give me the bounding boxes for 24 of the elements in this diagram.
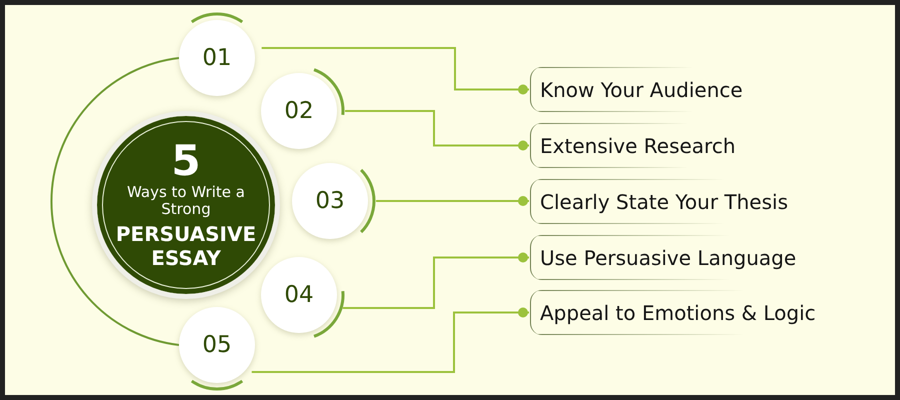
number-circle — [179, 307, 255, 383]
step-number: 01 — [202, 45, 232, 71]
connector-line — [262, 47, 529, 94]
connector-line — [345, 110, 529, 150]
number-circle — [261, 73, 337, 149]
big-number: 5 — [171, 140, 201, 182]
connector-line — [376, 196, 529, 206]
connector-line — [342, 252, 529, 309]
connector-line — [252, 308, 529, 373]
subtitle: Ways to Write a Strong — [126, 184, 246, 218]
step-number: 02 — [284, 98, 314, 124]
step-label: Extensive Research — [540, 134, 736, 158]
step-number: 05 — [202, 332, 232, 358]
number-circle — [292, 163, 368, 239]
connector-arc — [50, 57, 180, 346]
number-circle — [179, 20, 255, 96]
step-label: Use Persuasive Language — [540, 246, 796, 270]
step-number: 03 — [315, 188, 345, 214]
step-label: Appeal to Emotions & Logic — [540, 300, 816, 324]
step-number: 04 — [284, 282, 314, 308]
number-circle — [261, 257, 337, 333]
title: PERSUASIVE ESSAY — [114, 222, 258, 270]
step-label: Clearly State Your Thesis — [540, 190, 788, 214]
step-label: Know Your Audience — [540, 78, 743, 102]
